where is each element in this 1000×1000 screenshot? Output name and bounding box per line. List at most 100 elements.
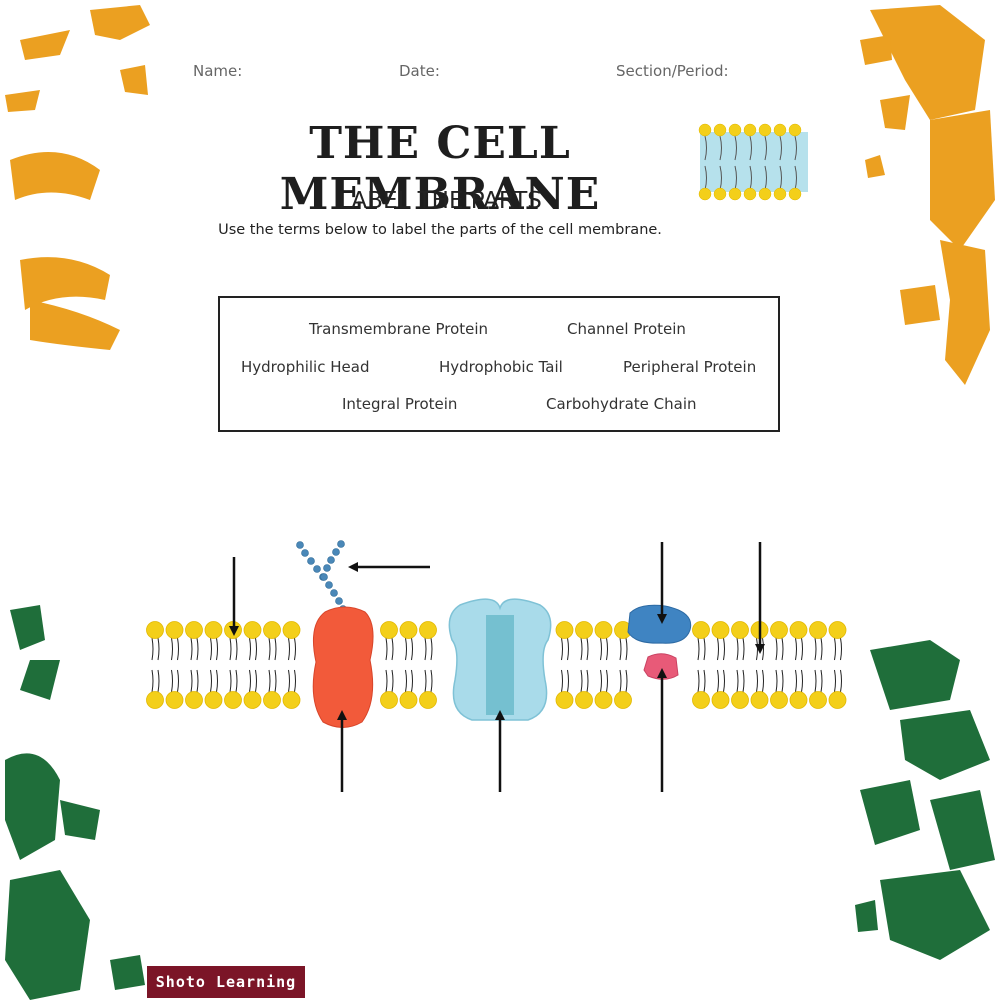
hydrophobic-tail [385, 637, 388, 693]
hydrophobic-tail [216, 637, 218, 693]
page-title: THE CELL MEMBRANE [279, 118, 601, 220]
hydrophobic-tail [151, 637, 154, 693]
hydrophilic-head [399, 691, 418, 709]
hydrophilic-head [789, 621, 808, 639]
hydrophobic-tail [157, 637, 160, 693]
hydrophilic-head [692, 621, 710, 639]
hydrophobic-tail [762, 637, 764, 693]
hydrophilic-head [731, 691, 749, 709]
hydrophobic-tail [814, 637, 817, 693]
hydrophilic-head [243, 691, 262, 709]
hydrophilic-head [555, 621, 574, 639]
date-field-label: Date: [399, 62, 440, 80]
hydrophobic-tail [255, 637, 257, 693]
cell-membrane-diagram [146, 540, 847, 792]
hydrophilic-head [594, 621, 613, 639]
hydrophobic-tail [235, 637, 238, 693]
hydrophilic-head [146, 691, 164, 709]
word-bank-term: Transmembrane Protein [309, 320, 489, 338]
hydrophilic-head [594, 691, 613, 709]
integral-protein [643, 653, 679, 680]
hydrophilic-head [731, 621, 749, 639]
membrane-thumbnail-icon [698, 123, 808, 201]
word-bank-term: Carbohydrate Chain [546, 395, 697, 413]
hydrophilic-head [750, 691, 769, 709]
hydrophilic-head [224, 691, 242, 709]
hydrophobic-tail [795, 637, 797, 693]
hydrophobic-tail [736, 637, 739, 693]
hydrophobic-tail [756, 637, 758, 693]
hydrophilic-head [419, 621, 437, 639]
hydrophilic-head [828, 691, 847, 709]
hydrophobic-tail [411, 637, 413, 693]
word-bank-term: Channel Protein [567, 320, 686, 338]
hydrophobic-tail [177, 637, 179, 693]
hydrophobic-tail [619, 637, 622, 693]
hydrophilic-head [419, 691, 437, 709]
section-period-field-label: Section/Period: [616, 62, 729, 80]
hydrophobic-tail [742, 637, 745, 693]
hydrophilic-head [165, 621, 184, 639]
word-bank-term: Hydrophobic Tail [439, 358, 563, 376]
page-subtitle: LABEL THE PARTS [338, 188, 542, 214]
hydrophobic-tail [288, 637, 290, 693]
word-bank-term: Integral Protein [342, 395, 458, 413]
hydrophilic-head [809, 691, 827, 709]
carbohydrate-chain [296, 540, 347, 613]
hydrophilic-head [828, 621, 847, 639]
hydrophobic-tail [274, 637, 277, 693]
instructions-text: Use the terms below to label the parts o… [218, 222, 662, 238]
hydrophilic-head [575, 691, 593, 709]
hydrophilic-head [204, 691, 223, 709]
hydrophobic-tail [717, 637, 719, 693]
hydrophilic-head [809, 621, 827, 639]
hydrophobic-tail [820, 637, 823, 693]
hydrophilic-head [770, 621, 788, 639]
hydrophilic-head [692, 691, 710, 709]
hydrophilic-head [380, 691, 398, 709]
hydrophobic-tail [171, 637, 173, 693]
hydrophobic-tail [561, 637, 563, 693]
hydrophilic-head [789, 691, 808, 709]
word-bank-term: Hydrophilic Head [241, 358, 370, 376]
hydrophobic-tail [229, 637, 232, 693]
word-bank: Transmembrane Protein Channel Protein Hy… [218, 296, 780, 432]
hydrophilic-head [711, 621, 730, 639]
hydrophobic-tail [625, 637, 628, 693]
hydrophobic-tail [586, 637, 589, 693]
hydrophobic-tail [190, 637, 193, 693]
hydrophilic-head [770, 691, 788, 709]
hydrophobic-tail [268, 637, 271, 693]
hydrophilic-head [146, 621, 164, 639]
hydrophobic-tail [430, 637, 433, 693]
hydrophobic-tail [606, 637, 608, 693]
hydrophilic-head [711, 691, 730, 709]
hydrophobic-tail [775, 637, 778, 693]
hydrophilic-head [282, 691, 301, 709]
peripheral-protein [627, 604, 692, 644]
hydrophobic-tail [210, 637, 212, 693]
hydrophobic-tail [840, 637, 842, 693]
label-arrows [229, 542, 765, 792]
hydrophilic-head [243, 621, 262, 639]
hydrophobic-tail [567, 637, 569, 693]
hydrophobic-tail [424, 637, 427, 693]
channel-protein [448, 598, 552, 721]
hydrophilic-head [614, 691, 632, 709]
hydrophobic-tail [580, 637, 583, 693]
hydrophobic-tail [391, 637, 394, 693]
hydrophobic-tail [703, 637, 706, 693]
hydrophobic-tail [600, 637, 602, 693]
word-bank-term: Peripheral Protein [623, 358, 757, 376]
brand-badge: Shoto Learning [147, 966, 305, 998]
hydrophobic-tail [249, 637, 251, 693]
hydrophobic-tail [723, 637, 725, 693]
hydrophilic-head [380, 621, 398, 639]
hydrophilic-head [204, 621, 223, 639]
hydrophilic-head [399, 621, 418, 639]
hydrophilic-head [165, 691, 184, 709]
hydrophobic-tail [405, 637, 407, 693]
hydrophilic-head [555, 691, 574, 709]
hydrophilic-heads [146, 621, 847, 709]
